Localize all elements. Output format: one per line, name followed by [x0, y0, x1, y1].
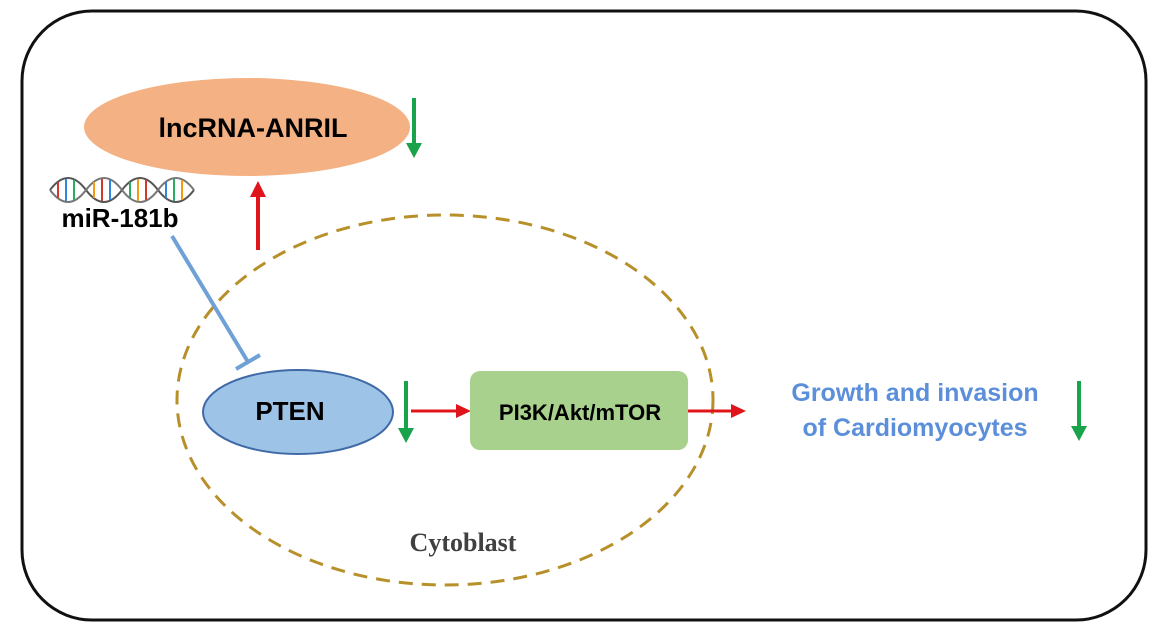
activation-arrow-pten-to-pathway [411, 404, 471, 418]
outcome-line-1: Growth and invasion [791, 379, 1038, 407]
cytoblast-label: Cytoblast [410, 528, 517, 557]
outcome-line-2: of Cardiomyocytes [802, 414, 1027, 442]
lncrna-label: lncRNA-ANRIL [159, 113, 348, 143]
mirna-label: miR-181b [61, 203, 178, 233]
lncrna-ellipse [84, 78, 410, 176]
right-arrow-head [456, 404, 471, 418]
pathway-node: PI3K/Akt/mTOR [470, 371, 688, 450]
activation-arrow-to-lncrna [250, 181, 266, 250]
outer-frame [20, 9, 1148, 622]
inhibition-line [170, 234, 250, 364]
down-arrow-head [398, 428, 414, 443]
down-arrow-head [406, 143, 422, 158]
inhibition-bar [234, 353, 262, 371]
lncrna-node: lncRNA-ANRIL [84, 78, 410, 176]
outcome-node: Growth and invasion of Cardiomyocytes [791, 379, 1038, 442]
activation-arrow-pathway-to-outcome [688, 404, 746, 418]
down-arrow-head [1071, 426, 1087, 441]
cytoblast-boundary [175, 213, 715, 587]
mirna-inhibits-pten [170, 234, 262, 371]
pathway-label: PI3K/Akt/mTOR [499, 400, 661, 425]
lncrna-decrease-indicator [406, 98, 422, 158]
pathway-box [470, 371, 688, 450]
up-arrow-head [250, 181, 266, 197]
pten-node: PTEN [202, 369, 394, 455]
right-arrow-head [731, 404, 746, 418]
pten-decrease-indicator [398, 381, 414, 443]
outcome-decrease-indicator [1071, 381, 1087, 441]
dna-helix-icon [49, 177, 195, 203]
pten-label: PTEN [255, 396, 324, 426]
pten-ellipse [202, 369, 394, 455]
